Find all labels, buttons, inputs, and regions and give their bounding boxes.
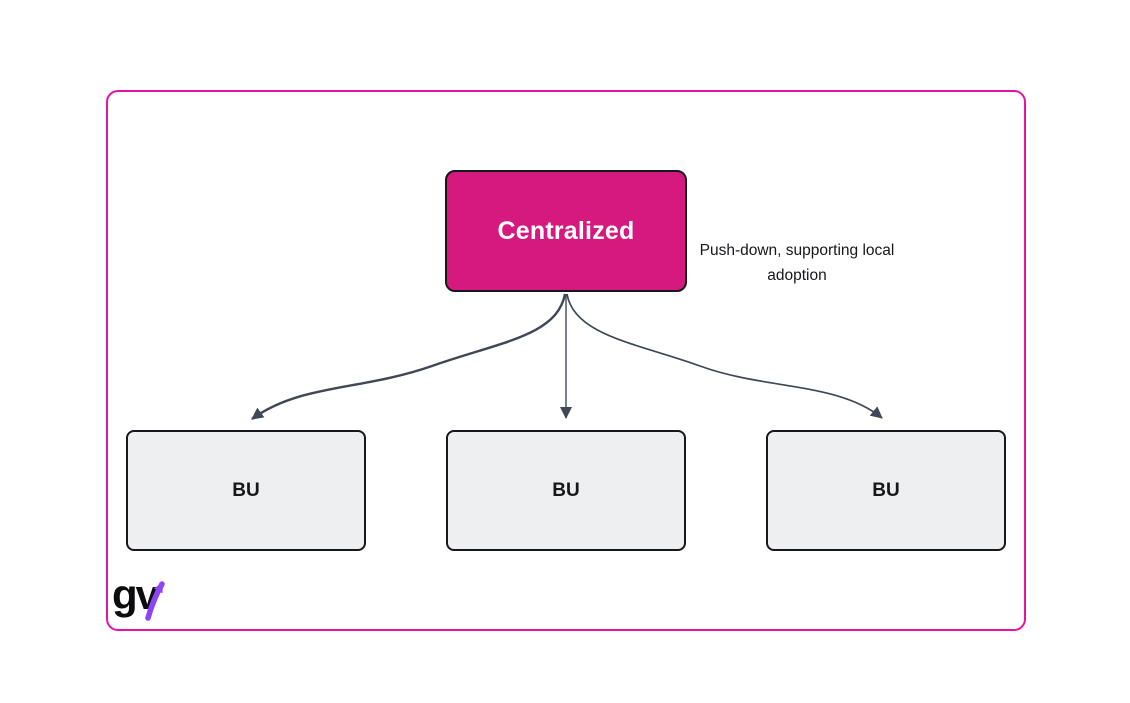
annotation-text: Push-down, supporting local adoption [699,242,895,284]
node-centralized-label: Centralized [497,216,635,245]
gv-logo: gv [110,570,184,628]
diagram-frame [106,90,1026,631]
logo-growth-arrow-icon [145,581,165,621]
node-bu-1-label: BU [232,479,260,501]
node-bu-2: BU [446,430,686,551]
node-bu-3: BU [766,430,1006,551]
node-bu-3-label: BU [872,479,900,501]
node-bu-2-label: BU [552,479,580,501]
node-centralized: Centralized [445,170,687,292]
node-bu-1: BU [126,430,366,551]
